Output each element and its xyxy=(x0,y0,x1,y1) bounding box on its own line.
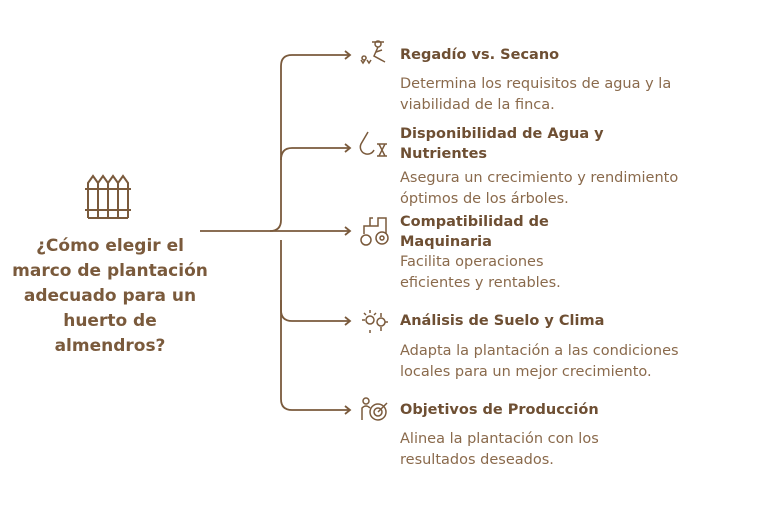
central-question: ¿Cómo elegir el marco de plantación adec… xyxy=(12,236,208,356)
item-title-2: Disponibilidad de Agua y Nutrientes xyxy=(400,126,604,162)
item-desc-1: Determina los requisitos de agua y la vi… xyxy=(400,76,672,113)
irrigation-farmer-icon xyxy=(360,40,386,65)
item-title-1: Regadío vs. Secano xyxy=(400,47,560,63)
target-person-icon xyxy=(361,397,388,421)
arrowheads xyxy=(344,50,352,415)
connector-5 xyxy=(280,300,350,411)
item-title-3: Compatibilidad de Maquinaria xyxy=(400,214,549,250)
item-desc-5: Alinea la plantación con los resultados … xyxy=(400,431,599,468)
connector-1 xyxy=(200,54,350,232)
connector-4 xyxy=(280,240,350,322)
item-desc-2: Asegura un crecimiento y rendimiento ópt… xyxy=(400,170,679,207)
item-desc-4: Adapta la plantación a las condiciones l… xyxy=(400,343,679,380)
water-drop-dna-icon xyxy=(359,131,387,157)
item-desc-3: Facilita operaciones eficientes y rentab… xyxy=(400,254,561,291)
fence-icon xyxy=(85,174,131,219)
sun-gear-icon xyxy=(362,310,388,333)
tractor-icon xyxy=(360,217,389,246)
connector-2 xyxy=(280,147,350,161)
item-title-5: Objetivos de Producción xyxy=(400,402,599,418)
item-title-4: Análisis de Suelo y Clima xyxy=(400,313,605,329)
